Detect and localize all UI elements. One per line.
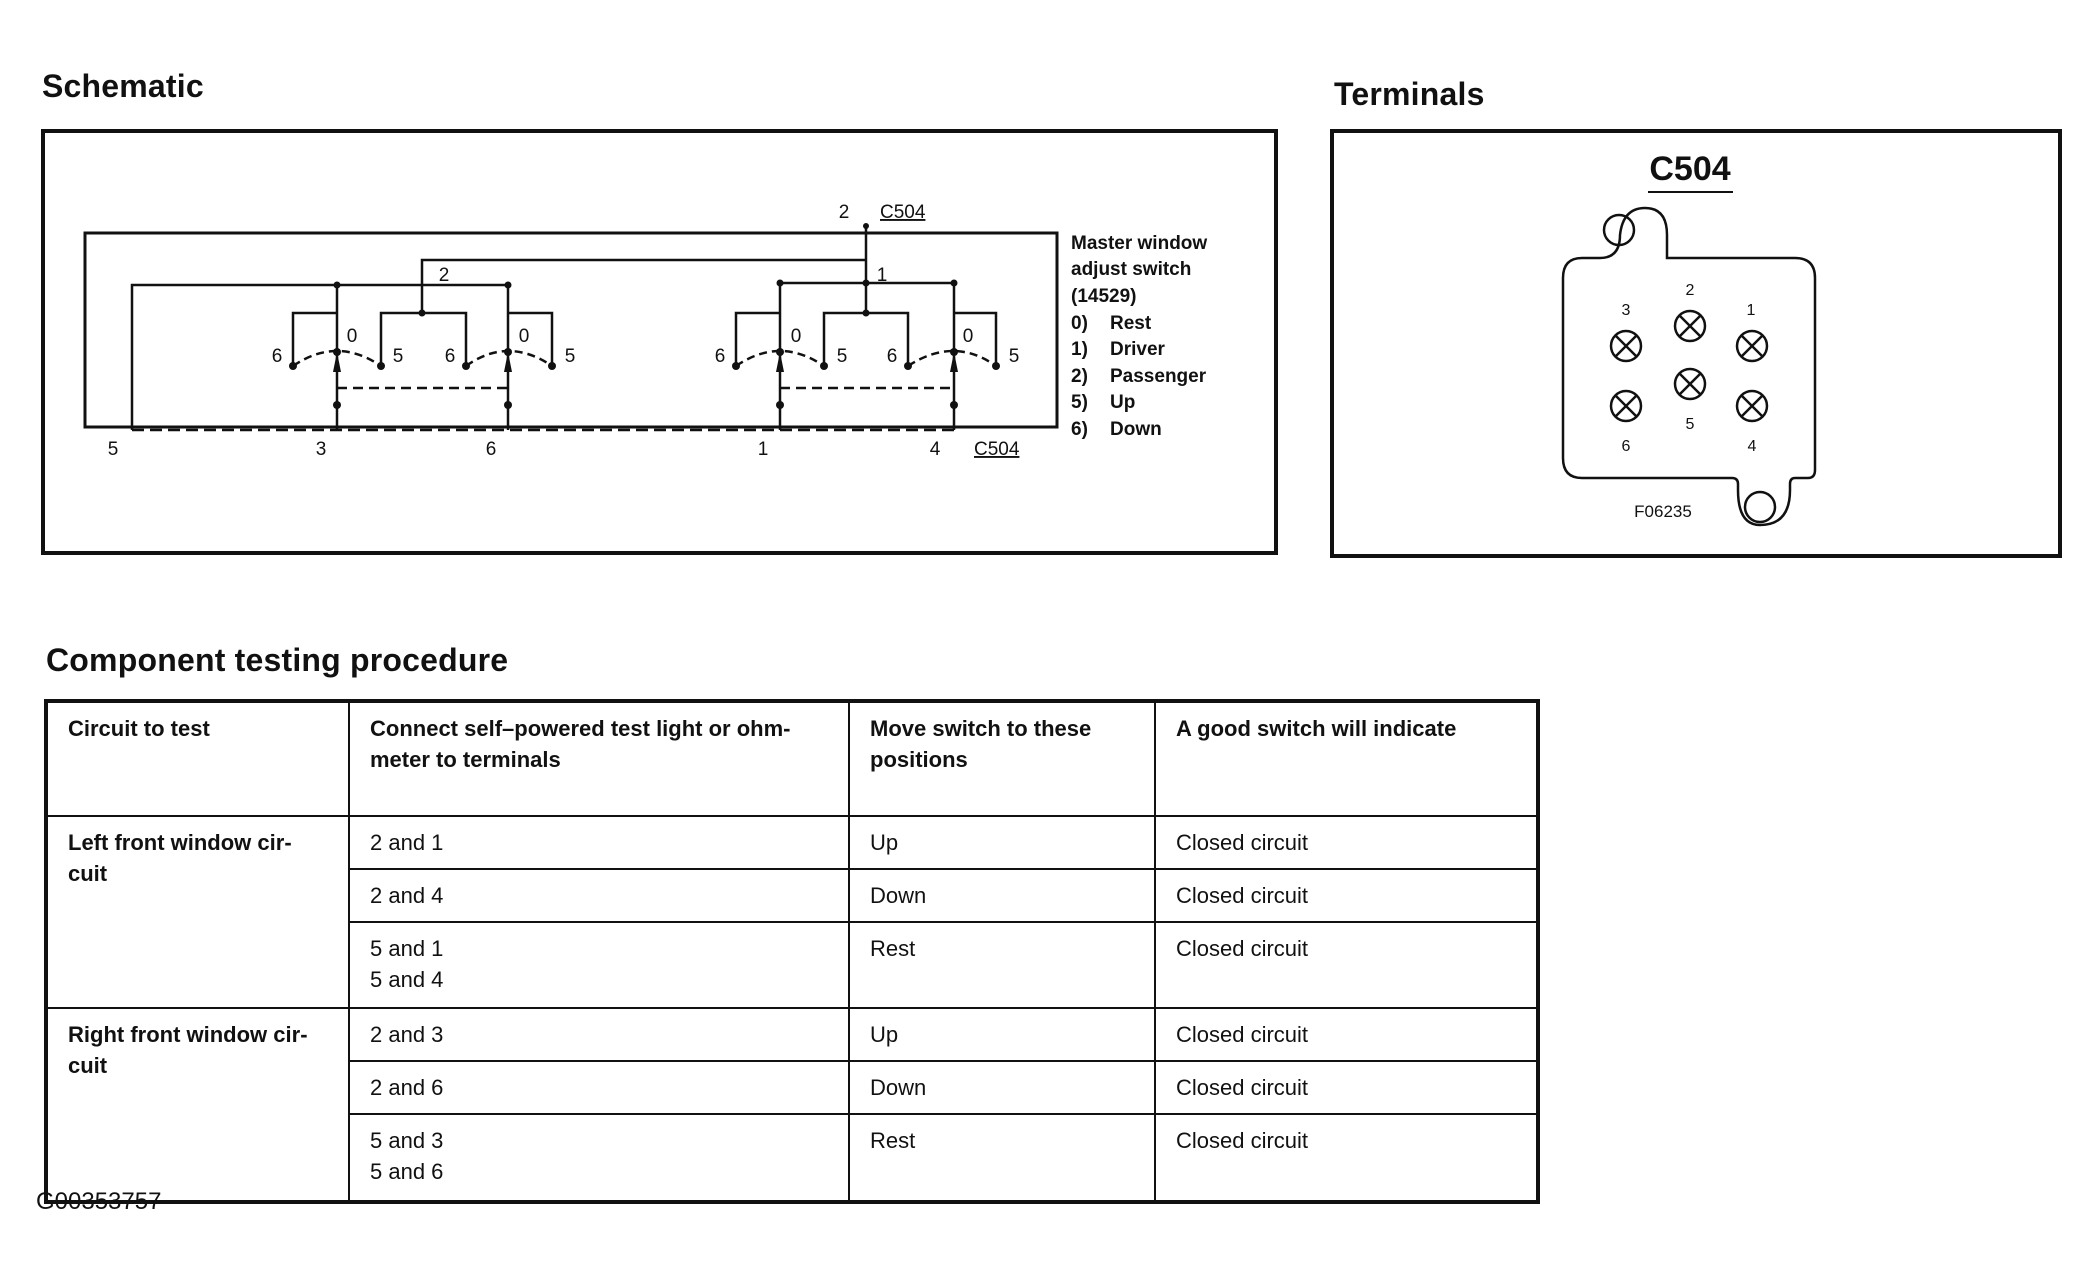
cell-terminals: 2 and 6 [348,1060,850,1115]
cell-terminals: 5 and 1 5 and 4 [348,921,850,1009]
cell-indicate: Closed circuit [1154,868,1539,923]
table-row: 5 and 1 5 and 4 Rest Closed circuit [46,921,1539,1009]
cell-position: Rest [848,1113,1156,1203]
legend-label: Down [1110,419,1162,440]
legend-line: (14529) [1071,286,1137,307]
circuit-left-front: Left front window cir- cuit [45,815,350,1009]
mounting-hole [1602,213,1636,247]
contact-label-rest: 0 [519,326,530,347]
connector-housing [1561,206,1817,527]
cell-position: Down [848,1060,1156,1115]
table-row: 5 and 3 5 and 6 Rest Closed circuit [46,1113,1539,1203]
legend-label: Up [1110,392,1135,413]
legend-label: Rest [1110,313,1152,334]
contact-label-down: 6 [445,346,456,367]
header-positions: Move switch to these positions [848,700,1156,817]
top-pin-label: 2 [839,202,850,223]
legend-key: 5) [1071,392,1088,413]
procedure-heading: Component testing procedure [46,642,509,678]
legend-label: Passenger [1110,366,1207,387]
header-terminals: Connect self–powered test light or ohm- … [348,700,850,817]
terminals-frame [1330,129,2062,558]
cell-terminals: 2 and 1 [348,815,850,870]
circuit-right-front: Right front window cir- cuit [45,1007,350,1203]
pin-label-3: 3 [1622,302,1631,319]
cell-indicate: Closed circuit [1154,921,1539,1009]
legend-key: 2) [1071,366,1088,387]
pin-label-4: 4 [1748,438,1757,455]
cell-indicate: Closed circuit [1154,1060,1539,1115]
contact-label-rest: 0 [791,326,802,347]
contact-label-up: 5 [393,346,404,367]
bottom-pin-3: 3 [316,439,327,460]
switch-housing [83,231,1059,429]
figure-id: G00353757 [36,1188,162,1215]
header-indicate: A good switch will indicate [1154,700,1539,817]
bottom-pin-4: 4 [930,439,941,460]
top-connector-label: C504 [880,202,926,223]
switch-left-pair: 6 0 5 6 0 5 [272,285,576,430]
cell-indicate: Closed circuit [1154,815,1539,870]
contact-label-up: 5 [837,346,848,367]
cell-indicate: Closed circuit [1154,1113,1539,1203]
pin-label-1: 1 [1747,302,1756,319]
bottom-pin-1: 1 [758,439,769,460]
legend-line: adjust switch [1071,259,1191,280]
table-row: 2 and 4 Down Closed circuit [46,868,1539,923]
legend-key: 0) [1071,313,1088,334]
cell-terminals: 2 and 3 [348,1007,850,1062]
contact-label-down: 6 [715,346,726,367]
pin-label-2: 2 [1686,282,1695,299]
contact-label-up: 5 [1009,346,1020,367]
table-row: Right front window cir- cuit 2 and 3 Up … [45,1007,1539,1203]
component-testing-table: Circuit to test Connect self–powered tes… [44,699,1540,1204]
cell-position: Rest [848,921,1156,1009]
terminal-connector-title: C504 [1649,150,1730,188]
legend-key: 1) [1071,339,1088,360]
contact-label-rest: 0 [347,326,358,347]
contact-label-down: 6 [887,346,898,367]
cell-position: Down [848,868,1156,923]
contact-label-rest: 0 [963,326,974,347]
contact-label-up: 5 [565,346,576,367]
legend-label: Driver [1110,339,1166,360]
table-row: Left front window cir- cuit 2 and 1 Up C… [45,815,1539,1009]
contact-label-down: 6 [272,346,283,367]
cell-terminals: 5 and 3 5 and 6 [348,1113,850,1203]
terminals-heading: Terminals [1334,76,1485,112]
cell-position: Up [848,815,1156,870]
wire-label-1: 1 [877,265,888,286]
terminal-pins [1609,309,1769,423]
schematic-frame [41,129,1278,555]
pin-label-5: 5 [1686,416,1695,433]
switch-right-pair: 6 0 5 6 0 5 [715,279,1020,430]
cell-position: Up [848,1007,1156,1062]
cell-indicate: Closed circuit [1154,1007,1539,1062]
header-circuit: Circuit to test [45,700,350,817]
legend-line: Master window [1071,233,1207,254]
switch-legend: Master window adjust switch (14529) 0) R… [1071,233,1207,440]
cell-terminals: 2 and 4 [348,868,850,923]
table-row: 2 and 6 Down Closed circuit [46,1060,1539,1115]
legend-key: 6) [1071,419,1088,440]
mounting-hole [1743,490,1777,524]
bottom-pin-6: 6 [486,439,497,460]
pin-label-6: 6 [1622,438,1631,455]
schematic-heading: Schematic [42,68,204,104]
terminal-figure-code: F06235 [1634,502,1692,521]
bottom-connector-label: C504 [974,439,1020,460]
wire-label-2: 2 [439,265,450,286]
bottom-pin-5: 5 [108,439,119,460]
